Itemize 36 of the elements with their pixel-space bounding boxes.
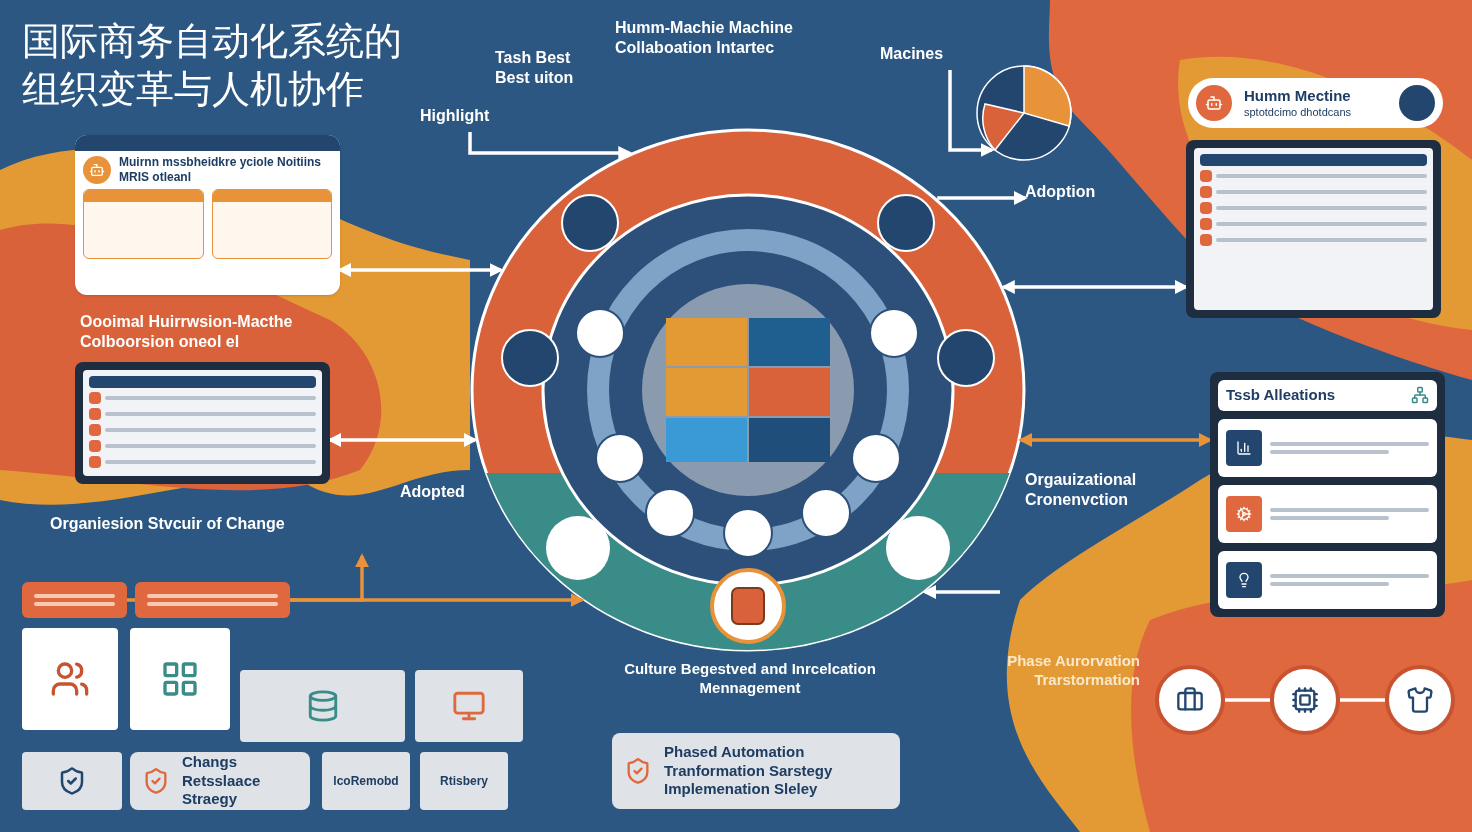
- arrow: [468, 132, 633, 160]
- pie-chart-drawing: [975, 64, 1073, 162]
- arrow: [922, 585, 1000, 599]
- arrow: [290, 553, 369, 602]
- panel-title: Tssb Alleations: [1226, 386, 1336, 405]
- strategy-card: [612, 733, 900, 809]
- heading: Organiesion Stvcuir of Change: [50, 514, 315, 538]
- heading: Highlight: [420, 106, 520, 132]
- tag-card: lcoRemobd: [322, 752, 410, 810]
- heading: Phase Aurorvation Trarstormation: [990, 652, 1140, 696]
- heading: Culture Begestved and Inrcelcation Mennagement: [615, 660, 885, 702]
- heading: Macines: [880, 44, 970, 70]
- card-subtitle: sptotdcimo dhotdcans: [1244, 105, 1352, 120]
- task-panel: [1210, 372, 1445, 617]
- heading: Tash Best Best uiton: [495, 48, 605, 94]
- arrow: [937, 191, 1028, 205]
- heading: Adopted: [400, 482, 472, 506]
- card-title: Muirnn mssbheidkre yciole Noitiins MRIS otleanl: [119, 155, 323, 185]
- card-title: Changs Retsslaace Straegy: [182, 752, 262, 810]
- cycle-ring-drawing: [470, 128, 1026, 652]
- info-card: [1188, 78, 1443, 128]
- tag-card: Rtisbery: [420, 752, 508, 810]
- heading: Humm-Machie Machine Collaboation Intartec: [615, 18, 855, 62]
- card-title: Humm Mectine: [1244, 86, 1352, 106]
- heading: Orgauizational Cronenvction: [1025, 470, 1175, 514]
- info-card: [75, 135, 340, 295]
- screen-mockup: [1186, 140, 1441, 318]
- heading: Oooimal Huirrwsion-Macthe Colboorsion oneol el: [80, 312, 342, 358]
- screen-mockup: [75, 362, 330, 484]
- page-title: 国际商务自动化系统的组织变革与人机协作: [22, 19, 403, 112]
- arrow: [948, 70, 995, 157]
- step-box: [135, 582, 290, 618]
- heading: Adoption: [1025, 182, 1145, 210]
- step-box: [22, 582, 127, 618]
- strategy-card: [130, 752, 310, 810]
- card-title: Phased Automation Tranformation Sarstegy Implemenation Sleley: [664, 742, 834, 800]
